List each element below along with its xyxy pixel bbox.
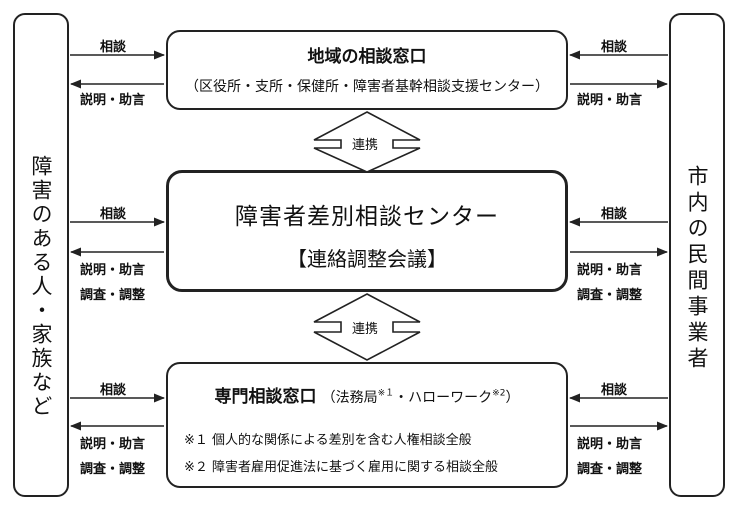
footnote-2: ※２ 障害者雇用促進法に基づく雇用に関する相談全般 [184,460,499,475]
label-left-bottom-investigate: 調査・調整 [80,462,146,477]
label-right-mid-consult: 相談 [601,207,628,222]
label-right-mid-investigate: 調査・調整 [577,288,643,303]
link-label-upper: 連携 [352,138,379,153]
label-left-top-advice: 説明・助言 [80,93,146,108]
specialized-consultation-title: 専門相談窓口 [214,387,317,407]
link-label-lower: 連携 [352,322,379,337]
label-right-bottom-consult: 相談 [601,383,628,398]
label-right-bottom-investigate: 調査・調整 [577,462,643,477]
label-right-top-consult: 相談 [601,40,628,55]
liaison-meeting-label: 【連絡調整会議】 [287,247,447,271]
label-right-mid-advice: 説明・助言 [577,263,643,278]
specialized-subtitle-a: （法務局 [321,390,378,406]
label-left-mid-consult: 相談 [100,207,127,222]
left-panel-people-family: 障害のある人・家族など [13,13,69,497]
specialized-consultation-box: 専門相談窓口 （法務局※１・ハローワーク※2） ※１ 個人的な関係による差別を含… [166,362,568,488]
footnote-1: ※１ 個人的な関係による差別を含む人権相談全般 [184,433,472,448]
link-arrow-lower [313,293,421,361]
specialized-subtitle-b: ・ハローワーク [394,390,493,406]
label-left-bottom-advice: 説明・助言 [80,437,146,452]
label-left-bottom-consult: 相談 [100,383,127,398]
local-consultation-title: 地域の相談窓口 [307,47,427,67]
local-consultation-subtitle: （区役所・支所・保健所・障害者基幹相談支援センター） [185,79,549,95]
footnote-mark-2: ※2 [492,388,506,399]
left-panel-label: 障害のある人・家族など [29,155,53,419]
label-right-bottom-advice: 説明・助言 [577,437,643,452]
specialized-subtitle-c: ） [505,390,520,406]
right-panel-private-businesses: 市内の民間事業者 [669,13,725,497]
label-right-top-advice: 説明・助言 [577,93,643,108]
link-arrow-upper [313,111,421,173]
right-panel-label: 市内の民間事業者 [685,165,709,373]
local-consultation-box: 地域の相談窓口 （区役所・支所・保健所・障害者基幹相談支援センター） [166,30,568,110]
label-left-mid-investigate: 調査・調整 [80,288,146,303]
footnote-mark-1: ※１ [377,388,395,399]
discrimination-center-box: 障害者差別相談センター 【連絡調整会議】 [166,170,568,292]
label-left-top-consult: 相談 [100,40,127,55]
specialized-consultation-heading: 専門相談窓口 （法務局※１・ハローワーク※2） [168,382,566,407]
label-left-mid-advice: 説明・助言 [80,263,146,278]
discrimination-center-title: 障害者差別相談センター [235,204,499,230]
